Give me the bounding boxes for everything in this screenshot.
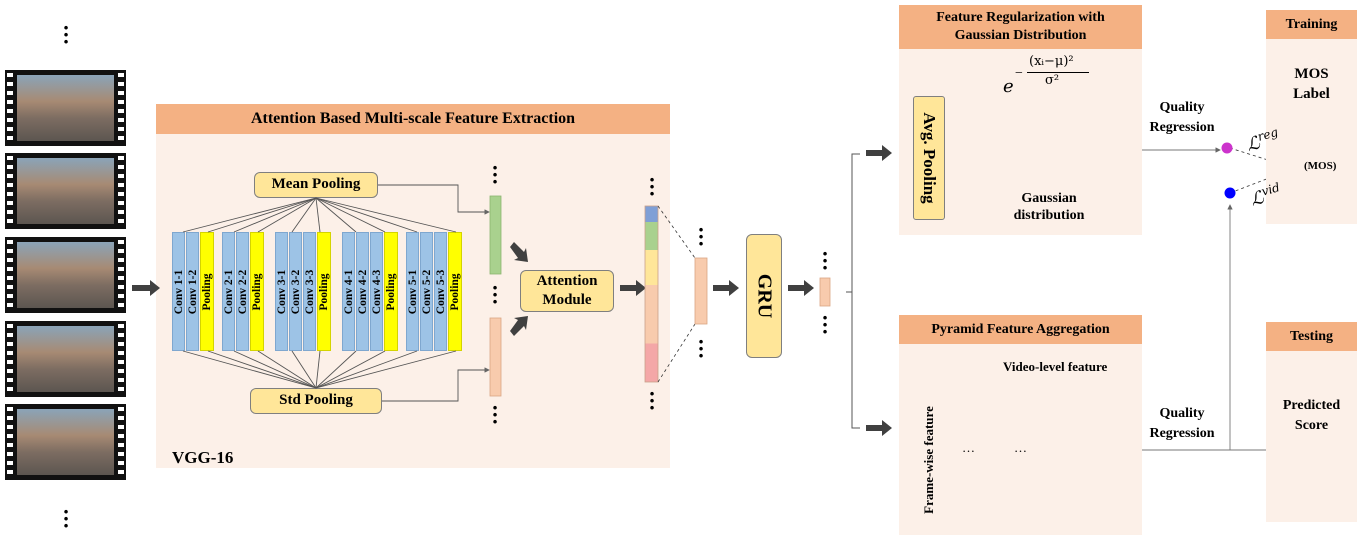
- multiscale-feature-stack: [644, 205, 659, 383]
- video-frame: [5, 70, 126, 146]
- gru-label: GRU: [753, 273, 776, 319]
- training-panel: Training MOS Label: [1266, 10, 1357, 224]
- gru-output-bar: [819, 277, 831, 307]
- video-frame: [5, 321, 126, 397]
- regularized-score-point: [1221, 142, 1233, 154]
- training-title: Training: [1266, 10, 1357, 39]
- frames-more-bottom: ···: [62, 499, 70, 538]
- testing-panel: Testing Predicted Score: [1266, 322, 1357, 522]
- video-score-point: [1224, 187, 1236, 199]
- frame-feature-bar: [694, 257, 708, 325]
- attention-module-line2: Module: [542, 292, 592, 308]
- predicted-line1: Predicted: [1282, 398, 1341, 413]
- video-frame: [5, 237, 126, 313]
- testing-title: Testing: [1266, 322, 1357, 351]
- attention-module-line1: Attention: [536, 273, 598, 289]
- conv-layer: Conv 4-2: [356, 232, 369, 351]
- pooling-layer: Pooling: [384, 232, 398, 351]
- conv-layer: Conv 2-1: [222, 232, 235, 351]
- gaussian-distribution-label: Gaussian distribution: [1006, 190, 1092, 224]
- mos-point-label: (MOS): [1304, 160, 1337, 172]
- conv-layer: Conv 4-1: [342, 232, 355, 351]
- thick-arrows: [132, 145, 975, 436]
- conv-layer: Conv 3-2: [289, 232, 302, 351]
- more-features-dots: ···: [821, 305, 829, 344]
- quality-regression-bottom: Quality Regression: [1132, 404, 1232, 444]
- h-ellipsis: …: [1014, 440, 1027, 455]
- conv-layer: Conv 5-3: [434, 232, 447, 351]
- h-ellipsis: …: [962, 440, 975, 455]
- formula-denominator: σ²: [1045, 73, 1060, 88]
- mos-line1: MOS: [1294, 66, 1329, 82]
- conv-layer: Conv 1-2: [186, 232, 199, 351]
- conv-layer: Conv 5-1: [406, 232, 419, 351]
- formula-base: e: [1003, 76, 1014, 97]
- predicted-line2: Score: [1294, 418, 1329, 433]
- more-features-dots: ···: [821, 241, 829, 280]
- video-frame: [5, 153, 126, 229]
- qr-bottom-line1: Quality: [1159, 406, 1205, 421]
- std-feature-bar: [489, 317, 502, 397]
- mean-pooling-fan: [182, 197, 457, 233]
- gaussian-line2: distribution: [1013, 208, 1085, 223]
- conv-layer: Conv 1-1: [172, 232, 185, 351]
- conv-layer: Conv 3-1: [275, 232, 288, 351]
- qr-top-line1: Quality: [1159, 100, 1205, 115]
- qr-top-line2: Regression: [1149, 120, 1215, 135]
- video-frame: [5, 404, 126, 480]
- more-features-dots: ···: [648, 381, 656, 420]
- more-features-dots: ···: [491, 275, 499, 314]
- pooling-layer: Pooling: [250, 232, 264, 351]
- pyramid-title: Pyramid Feature Aggregation: [899, 315, 1142, 344]
- feature-extraction-title: Attention Based Multi-scale Feature Extr…: [156, 104, 670, 134]
- avg-pooling-label: Avg. Pooling: [920, 112, 939, 204]
- pooling-layer: Pooling: [200, 232, 214, 351]
- mos-line2: Label: [1293, 86, 1330, 102]
- more-features-dots: ···: [697, 329, 705, 368]
- avg-pooling-box: Avg. Pooling: [913, 96, 945, 220]
- qr-bottom-line2: Regression: [1149, 426, 1215, 441]
- pooling-layer: Pooling: [448, 232, 462, 351]
- conv-layer: Conv 4-3: [370, 232, 383, 351]
- more-features-dots: ···: [648, 167, 656, 206]
- more-features-dots: ···: [697, 217, 705, 256]
- conv-layer: Conv 3-3: [303, 232, 316, 351]
- mean-pooling-box: Mean Pooling: [254, 172, 378, 198]
- std-pooling-box: Std Pooling: [250, 388, 382, 414]
- conv-layer: Conv 5-2: [420, 232, 433, 351]
- frame-wise-label: Frame-wise feature: [921, 406, 936, 514]
- more-features-dots: ···: [491, 155, 499, 194]
- conv-layer: Conv 2-2: [236, 232, 249, 351]
- mean-feature-bar: [489, 195, 502, 275]
- backbone-label: VGG-16: [172, 448, 234, 467]
- gaussian-line1: Gaussian: [1021, 191, 1077, 206]
- quality-regression-top: Quality Regression: [1132, 98, 1232, 138]
- regularization-title-line1: Feature Regularization with: [936, 10, 1105, 25]
- frames-more-top: ···: [62, 15, 70, 54]
- std-pooling-fan: [182, 350, 457, 389]
- more-features-dots: ···: [491, 395, 499, 434]
- pooling-layer: Pooling: [317, 232, 331, 351]
- video-level-label: Video-level feature: [1003, 359, 1108, 374]
- pyramid-panel: Pyramid Feature Aggregation: [899, 315, 1142, 535]
- attention-module-box: Attention Module: [520, 270, 614, 312]
- gru-box: GRU: [746, 234, 782, 358]
- formula-numerator: (xᵢ−μ)²: [1029, 54, 1074, 69]
- regularization-title-line2: Gaussian Distribution: [954, 28, 1087, 43]
